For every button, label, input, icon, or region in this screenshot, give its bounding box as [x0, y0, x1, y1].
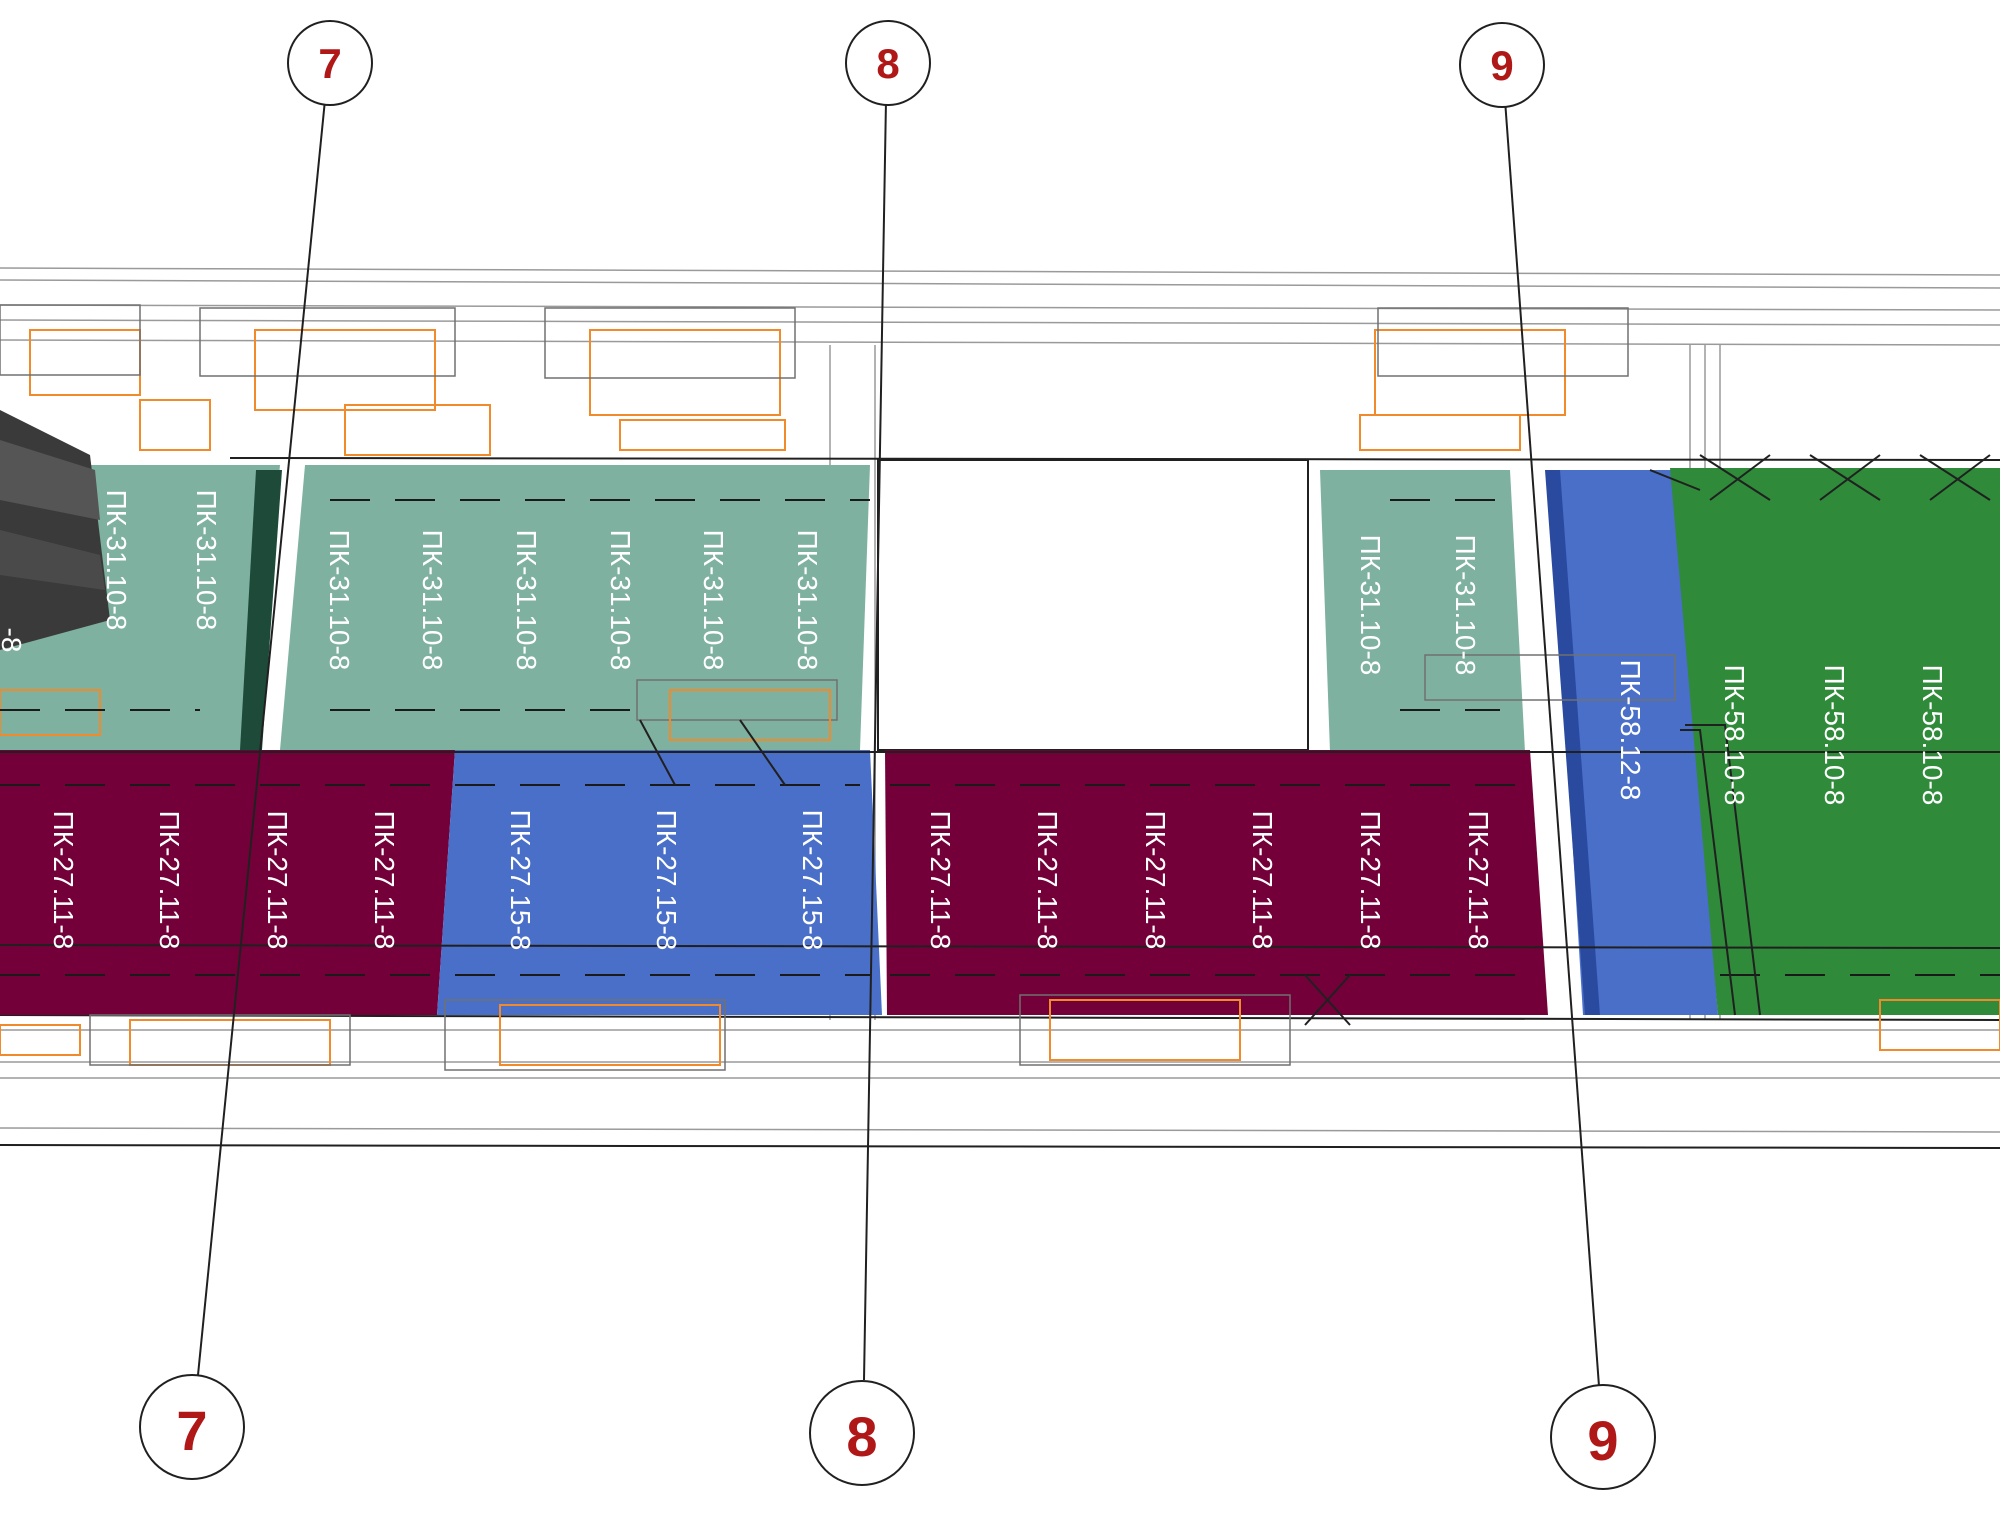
windows-top-boxes	[0, 304, 1676, 721]
axis-top-9-label: 9	[1490, 42, 1513, 89]
panel-label: ПК-27.11-8	[1355, 811, 1386, 950]
axis-marker-top-7: 7	[287, 20, 373, 106]
axis-marker-top-9: 9	[1459, 22, 1545, 108]
panel-label: ПК-58.10-8	[1719, 665, 1750, 806]
panel-label: ПК-31.10-8	[191, 490, 222, 631]
slab-joints	[0, 454, 2000, 1026]
labels-green-block: ПК-58.10-8 ПК-58.10-8 ПК-58.10-8	[1719, 665, 1948, 806]
panel-label: ПК-27.11-8	[369, 811, 400, 950]
panel-label: ПК-31.10-8	[698, 530, 729, 671]
slab-bottom-blue	[437, 750, 882, 1015]
panel-label: ПК-27.15-8	[797, 810, 828, 951]
panel-label: ПК-31.10-8	[511, 530, 542, 671]
slab-edge-line	[0, 1127, 2000, 1133]
panel-label: ПК-27.15-8	[505, 810, 536, 951]
panel-label: ПК-58.10-8	[1917, 665, 1948, 806]
axis-marker-bottom-9: 9	[1550, 1384, 1656, 1490]
panel-label: ПК-31.10-8	[101, 490, 132, 631]
labels-bottom-left: ПК-27.11-8 ПК-27.11-8 ПК-27.11-8 ПК-27.1…	[48, 811, 400, 950]
labels-top-mid: ПК-31.10-8 ПК-31.10-8 ПК-31.10-8 ПК-31.1…	[324, 530, 823, 671]
slab-bottom-left	[0, 750, 455, 1015]
slab-edge-dark	[240, 470, 282, 750]
slab-top-right	[1320, 470, 1525, 752]
slab-blue-strip-edge	[1545, 470, 1600, 1015]
panel-label: ПК-31.10-8	[792, 530, 823, 671]
axis-bottom-8-label: 8	[846, 1405, 877, 1468]
axis-top-7-label: 7	[318, 40, 341, 87]
axis-lines	[197, 99, 1601, 1401]
panel-label: ПК-27.11-8	[262, 811, 293, 950]
labels-bottom-blue: ПК-27.15-8 ПК-27.15-8 ПК-27.15-8	[505, 810, 828, 951]
panel-label: ПК-27.11-8	[154, 811, 185, 950]
slab-edge-line	[0, 1144, 2000, 1149]
panel-label: ПК-27.11-8	[925, 811, 956, 950]
panel-label: ПК-58.10-8	[1819, 665, 1850, 806]
axis-marker-bottom-7: 7	[139, 1374, 245, 1480]
axis-top-8-label: 8	[876, 40, 899, 87]
panel-label: ПК-31.10-8	[1355, 535, 1386, 676]
bottom-row-slabs	[0, 468, 2000, 1015]
panel-label: ПК-31.10-8	[417, 530, 448, 671]
axis-bottom-7-label: 7	[176, 1399, 207, 1462]
panel-label: ПК-27.11-8	[1140, 811, 1171, 950]
panel-label: ПК-27.11-8	[1463, 811, 1494, 950]
slab-green-block	[1670, 468, 2000, 1015]
panel-label: ПК-31.10-8	[605, 530, 636, 671]
slab-top-mid	[280, 465, 870, 750]
panel-label: ПК-27.11-8	[48, 811, 79, 950]
windows-bottom	[0, 689, 2000, 1066]
slab-blue-strip	[1550, 470, 1718, 1015]
slab-dashes	[0, 499, 2000, 976]
panel-label: ПК-31.10-8	[324, 530, 355, 671]
panel-label: ПК-27.15-8	[651, 810, 682, 951]
labels-top-left: ПК-31.10-8 ПК-31.10-8 -8	[0, 490, 222, 653]
stair-equipment	[0, 410, 110, 650]
panel-label: ПК-58.12-8	[1615, 660, 1646, 801]
axis-marker-bottom-8: 8	[809, 1380, 915, 1486]
panel-label: ПК-27.11-8	[1032, 811, 1063, 950]
panel-label: -8	[0, 628, 27, 653]
labels-bottom-right: ПК-27.11-8 ПК-27.11-8 ПК-27.11-8 ПК-27.1…	[925, 811, 1494, 950]
labels-blue-strip: ПК-58.12-8	[1615, 660, 1646, 801]
axis-marker-top-8: 8	[845, 20, 931, 106]
panel-label: ПК-27.11-8	[1247, 811, 1278, 950]
windows-bottom-boxes	[89, 994, 1291, 1071]
slab-bottom-right	[885, 750, 1548, 1015]
panel-label: ПК-31.10-8	[1450, 535, 1481, 676]
windows-top	[29, 329, 1566, 456]
top-row-slabs	[0, 465, 1525, 752]
axis-bottom-9-label: 9	[1587, 1409, 1618, 1472]
labels-top-right: ПК-31.10-8 ПК-31.10-8	[1355, 535, 1481, 676]
